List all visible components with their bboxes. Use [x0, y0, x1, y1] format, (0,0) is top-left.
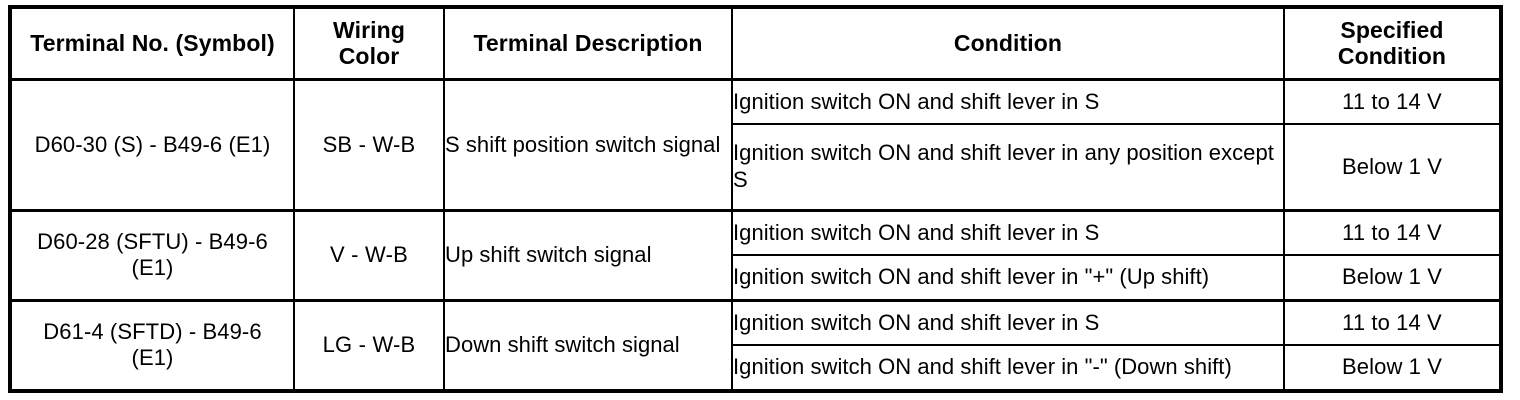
column-header-wiring-color-line2: Color — [338, 42, 400, 69]
cell-terminal-no-2: D60-28 (SFTU) - B49-6 (E1) — [9, 208, 295, 302]
header-row: Terminal No. (Symbol) Wiring Color Termi… — [9, 6, 1502, 81]
cell-terminal-no-1: D60-30 (S) - B49-6 (E1) — [9, 78, 295, 212]
cell-condition-1-1: Ignition switch ON and shift lever in S — [731, 78, 1285, 126]
cell-specified-condition-3-1: 11 to 14 V — [1283, 298, 1502, 347]
table-row: D60-30 (S) - B49-6 (E1) SB - W-B S shift… — [9, 78, 1502, 212]
terminal-specification-table: Terminal No. (Symbol) Wiring Color Termi… — [8, 5, 1503, 393]
table-row: Ignition switch ON and shift lever in an… — [10, 123, 1502, 212]
cell-condition-2-1: Ignition switch ON and shift lever in S — [731, 208, 1285, 257]
cell-wiring-color-2: V - W-B — [293, 208, 445, 302]
column-header-wiring-color: Wiring Color — [293, 6, 445, 81]
terminal-no-3-line1: D61-4 (SFTD) - B49-6 — [43, 319, 262, 345]
cell-terminal-description-1: S shift position switch signal — [443, 78, 733, 212]
cell-terminal-no-3: D61-4 (SFTD) - B49-6 (E1) — [9, 298, 295, 392]
table-row: D60-28 (SFTU) - B49-6 (E1) V - W-B Up sh… — [9, 208, 1502, 302]
cell-wiring-color-1: SB - W-B — [293, 78, 445, 212]
cell-terminal-description-3: Down shift switch signal — [443, 298, 733, 392]
terminal-no-3-line2: (E1) — [131, 345, 174, 371]
cell-terminal-description-2: Up shift switch signal — [443, 208, 733, 302]
cell-specified-condition-3-2: Below 1 V — [1283, 344, 1502, 393]
cell-condition-3-2: Ignition switch ON and shift lever in "-… — [731, 344, 1285, 393]
cell-wiring-color-3: LG - W-B — [293, 298, 445, 392]
terminal-no-2-line1: D60-28 (SFTU) - B49-6 — [37, 229, 268, 255]
cell-specified-condition-2-1: 11 to 14 V — [1283, 208, 1502, 257]
table-row: Ignition switch ON and shift lever in "+… — [10, 254, 1502, 302]
table-body: D60-30 (S) - B49-6 (E1) SB - W-B S shift… — [9, 78, 1502, 393]
column-header-specified-condition-line1: Specified — [1340, 16, 1444, 43]
cell-condition-3-1: Ignition switch ON and shift lever in S — [731, 298, 1285, 347]
cell-specified-condition-1-2: Below 1 V — [1283, 123, 1502, 212]
cell-condition-2-2: Ignition switch ON and shift lever in "+… — [731, 254, 1285, 302]
column-header-terminal-description: Terminal Description — [443, 6, 733, 81]
column-header-terminal-no: Terminal No. (Symbol) — [9, 6, 295, 81]
cell-specified-condition-2-2: Below 1 V — [1283, 254, 1502, 302]
table-row: D61-4 (SFTD) - B49-6 (E1) LG - W-B Down … — [9, 298, 1502, 392]
terminal-no-1-line1: D60-30 (S) - B49-6 (E1) — [34, 131, 271, 157]
cell-condition-1-2: Ignition switch ON and shift lever in an… — [731, 123, 1285, 212]
column-header-wiring-color-line1: Wiring — [333, 16, 405, 43]
column-header-condition: Condition — [731, 6, 1285, 81]
table-row: Ignition switch ON and shift lever in "-… — [10, 344, 1502, 393]
column-header-specified-condition: Specified Condition — [1283, 6, 1502, 81]
cell-specified-condition-1-1: 11 to 14 V — [1283, 78, 1502, 126]
terminal-no-2-line2: (E1) — [131, 255, 174, 281]
table-header: Terminal No. (Symbol) Wiring Color Termi… — [9, 6, 1502, 81]
column-header-specified-condition-line2: Condition — [1337, 42, 1447, 69]
